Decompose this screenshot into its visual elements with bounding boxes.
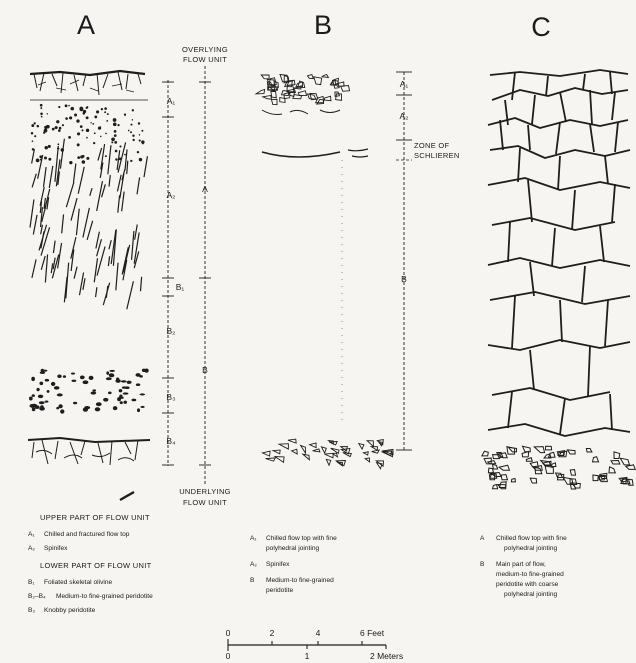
legend-a-a1-text: Chilled and fractured flow top	[44, 531, 130, 538]
feet-tick-6: 6 Feet	[360, 628, 385, 638]
column-b-zone-scale: A₁ A₂ B ZONE OF SCHLIEREN	[396, 72, 460, 450]
zone-label-b1: B₁	[176, 282, 185, 292]
panel-c-title: C	[531, 12, 551, 42]
panel-b-title: B	[314, 10, 332, 40]
meter-tick-2: 2 Meters	[370, 651, 403, 661]
legend-a: UPPER PART OF FLOW UNIT A₁ Chilled and f…	[28, 513, 153, 614]
legend-b-a2-key: A₂	[250, 561, 257, 568]
legend-c: A Chilled flow top with fine polyhedral …	[480, 535, 567, 598]
feet-tick-4: 4	[316, 628, 321, 638]
legend-a-a2-key: A₂	[28, 545, 35, 552]
meter-tick-0: 0	[226, 651, 231, 661]
underlying-label: UNDERLYING	[179, 487, 231, 496]
zone-label-a: A	[202, 184, 208, 194]
legend-c-b-text-3: peridotite with coarse	[496, 581, 559, 588]
feet-tick-2: 2	[270, 628, 275, 638]
overlying-label-2: FLOW UNIT	[183, 55, 227, 64]
b-zone-label-a1: A₁	[400, 79, 409, 89]
legend-a-b2-key: B₂–B₄	[28, 593, 46, 600]
column-a-zone-scale: A₁ A₂ B₁ B₂ B₃ B₄ A B OVERLYING FLOW UNI…	[162, 45, 231, 507]
legend-a-a2-text: Spinifex	[44, 545, 68, 552]
legend-b-a2-text: Spinifex	[266, 561, 290, 568]
scale-bar: 0 2 4 6 Feet 0 1 2 Meters	[226, 628, 403, 661]
legend-a-b1-text: Foliated skeletal olivine	[44, 579, 113, 586]
legend-c-a-text: Chilled flow top with fine	[496, 535, 567, 542]
zone-label-b3: B₃	[166, 392, 175, 402]
column-a-sketch	[28, 71, 150, 500]
column-b-sketch	[256, 74, 393, 468]
zone-label-b4: B₄	[166, 436, 176, 446]
zone-label-b: B	[202, 365, 208, 375]
zone-label-a2: A₂	[167, 190, 176, 200]
legend-c-b-text: Main part of flow,	[496, 561, 546, 568]
legend-b-b-key: B	[250, 577, 255, 584]
b-zone-label-a2: A₂	[400, 111, 409, 121]
column-c-sketch	[482, 70, 635, 489]
legend-c-b-key: B	[480, 561, 485, 568]
zone-label-a1: A₁	[167, 96, 176, 106]
legend-a-a1-key: A₁	[28, 531, 35, 538]
legend-c-a-key: A	[480, 535, 485, 542]
b-zone-label-b: B	[401, 274, 407, 284]
legend-b-b-text: Medium-to fine-grained	[266, 577, 334, 584]
schlieren-label: ZONE OF	[414, 141, 450, 150]
legend-a-upper-heading: UPPER PART OF FLOW UNIT	[40, 513, 150, 522]
legend-c-a-text-2: polyhedral jointing	[504, 545, 557, 552]
legend-c-b-text-2: medium-to fine-grained	[496, 571, 564, 578]
panel-a-title: A	[77, 10, 95, 40]
legend-a-b2-text: Medium-to fine-grained peridotite	[56, 593, 153, 600]
meter-tick-1: 1	[305, 651, 310, 661]
legend-a-b1-key: B₁	[28, 579, 35, 586]
legend-b-a1-key: A₁	[250, 535, 257, 542]
legend-a-lower-heading: LOWER PART OF FLOW UNIT	[40, 561, 152, 570]
legend-b: A₁ Chilled flow top with fine polyhedral…	[250, 535, 337, 594]
legend-b-a1-text-2: polyhedral jointing	[266, 545, 319, 552]
zone-label-b2: B₂	[167, 326, 176, 336]
overlying-label: OVERLYING	[182, 45, 228, 54]
legend-a-b3-text: Knobby peridotite	[44, 607, 96, 614]
legend-b-a1-text: Chilled flow top with fine	[266, 535, 337, 542]
schlieren-label-2: SCHLIEREN	[414, 151, 460, 160]
underlying-label-2: FLOW UNIT	[183, 498, 227, 507]
legend-a-b3-key: B₃	[28, 607, 35, 614]
legend-b-b-text-2: peridotite	[266, 587, 293, 594]
feet-tick-0: 0	[226, 628, 231, 638]
legend-c-b-text-4: polyhedral jointing	[504, 591, 557, 598]
